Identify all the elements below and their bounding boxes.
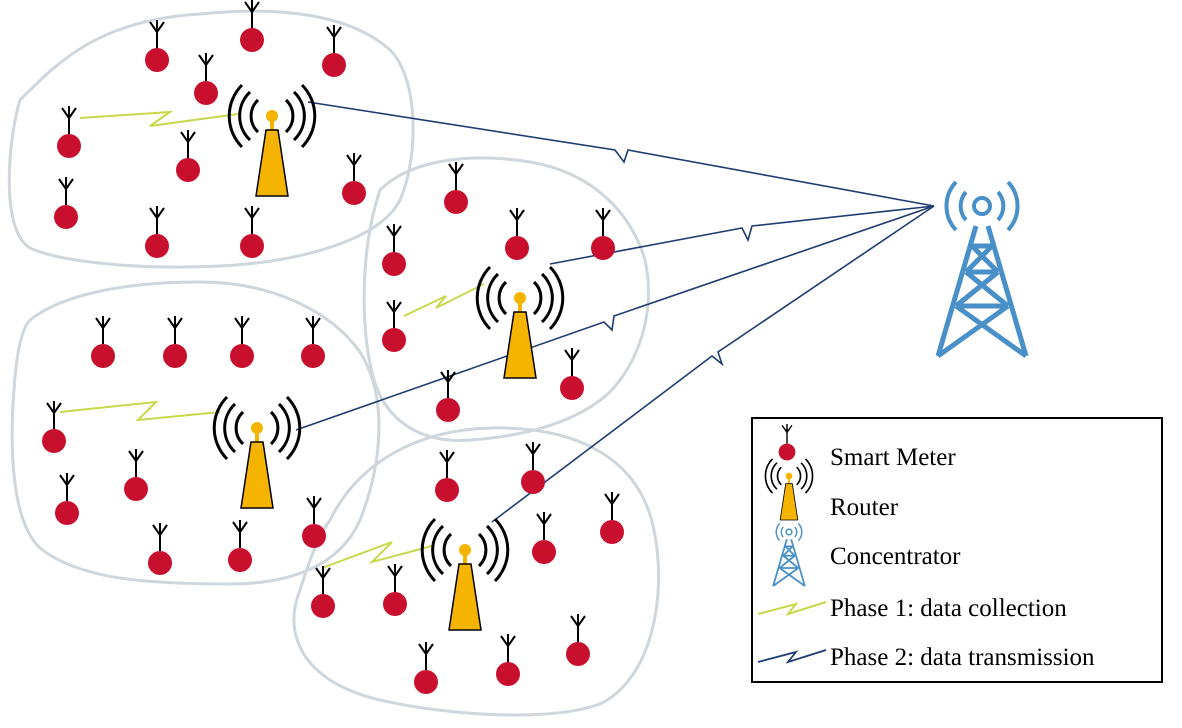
legend-item-concentrator: Concentrator — [772, 522, 961, 587]
smart-meter-icon — [162, 315, 188, 369]
smart-meter-icon — [175, 129, 201, 183]
smart-meter-icon — [147, 522, 173, 576]
smart-meter-icon — [300, 315, 326, 369]
phase2-link-center — [549, 205, 935, 265]
smart-meter-icon — [434, 449, 460, 503]
smart-meter-icon — [239, 205, 265, 259]
legend-label-phase1: Phase 1: data collection — [830, 595, 1067, 622]
legend-label-router: Router — [830, 494, 899, 521]
legend-item-smart-meter: Smart Meter — [777, 423, 956, 471]
smart-meter-icon — [56, 105, 82, 159]
smart-meter-icon — [381, 299, 407, 353]
router-icon — [212, 395, 302, 510]
smart-meter-icon — [193, 52, 219, 106]
cluster-middle-left — [10, 280, 381, 586]
smart-meter-icon — [144, 19, 170, 73]
legend-label-smart-meter: Smart Meter — [830, 444, 956, 471]
smart-meter-icon — [590, 207, 616, 261]
smart-meter-icon — [381, 223, 407, 277]
legend: Smart Meter Router Concentrator Phase 1:… — [751, 417, 1163, 683]
router-icon — [420, 517, 510, 632]
phase2-link-middle-left — [295, 205, 935, 431]
smart-meter-icon — [413, 641, 439, 695]
smart-meter-icon — [54, 472, 80, 526]
smart-meter-icon — [41, 400, 67, 454]
cluster-top-left — [7, 9, 415, 269]
smart-meter-icon — [504, 207, 530, 261]
legend-item-router: Router — [764, 457, 899, 522]
smart-meter-icon — [321, 24, 347, 78]
smart-meter-icon — [531, 511, 557, 565]
smart-meter-icon — [227, 519, 253, 573]
smart-meter-icon — [495, 633, 521, 687]
smart-meter-icon — [341, 152, 367, 206]
phase2-link-bottom — [491, 205, 935, 523]
cluster-bottom-center — [292, 426, 661, 717]
smart-meter-icon — [310, 565, 336, 619]
smart-meter-icon — [144, 205, 170, 259]
smart-meter-icon — [123, 448, 149, 502]
legend-box — [751, 417, 1163, 683]
smart-meter-icon — [90, 315, 116, 369]
legend-item-phase2: Phase 2: data transmission — [757, 644, 1095, 671]
phase1-link-middle-left — [59, 400, 221, 422]
smart-meter-icon — [382, 563, 408, 617]
phase2-links — [295, 101, 935, 523]
phase2-link-icon — [757, 649, 827, 664]
phase1-link-center — [403, 283, 485, 317]
phase1-links — [59, 110, 485, 569]
cluster-center — [362, 156, 650, 442]
smart-meter-icon — [443, 161, 469, 215]
smart-meter-icon — [599, 491, 625, 545]
smart-meter-icon — [53, 176, 79, 230]
phase1-link-top-left — [79, 110, 239, 127]
concentrator-icon — [938, 182, 1026, 356]
smart-meter-icon — [301, 495, 327, 549]
smart-meter-icon — [565, 613, 591, 667]
smart-meter-icon — [435, 369, 461, 423]
phase1-link-icon — [757, 601, 827, 616]
phase1-link-bottom — [321, 541, 433, 569]
router-icon — [227, 83, 317, 198]
legend-item-phase1: Phase 1: data collection — [757, 595, 1067, 622]
phase2-link-top-left — [307, 101, 935, 207]
legend-label-phase2: Phase 2: data transmission — [830, 644, 1095, 671]
smart-meter-icon — [520, 441, 546, 495]
smart-meter-icon — [229, 315, 255, 369]
smart-meter-icon — [559, 347, 585, 401]
legend-label-concentrator: Concentrator — [830, 543, 961, 570]
smart-meter-icon — [239, 0, 265, 53]
